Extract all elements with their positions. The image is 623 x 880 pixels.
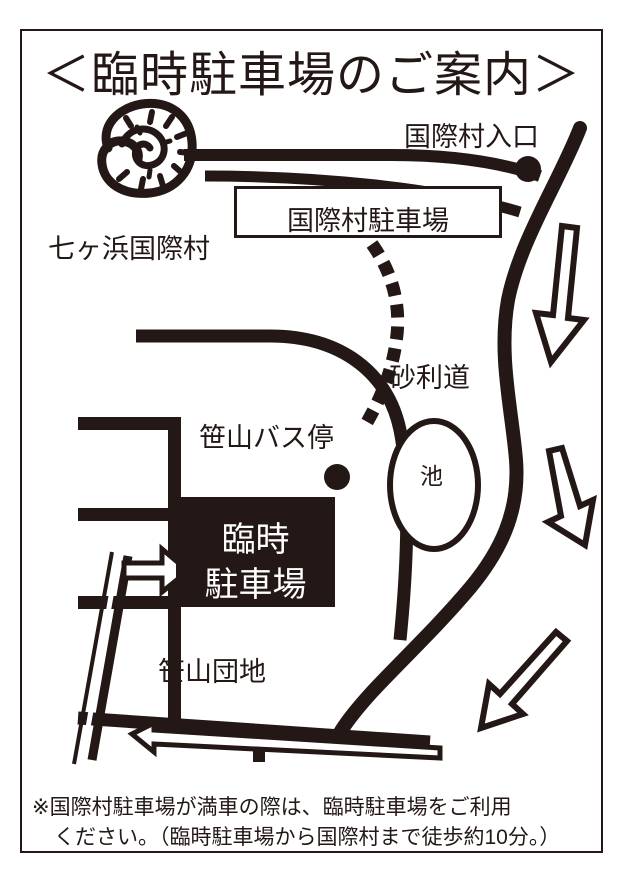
temporary-lot-label-line1: 臨時 — [221, 521, 290, 559]
footer-note-line1: ※国際村駐車場が満車の際は、臨時駐車場をご利用 — [32, 796, 512, 819]
road-diagonal-lane-outline — [79, 555, 121, 763]
label-village-parking: 国際村駐車場 — [287, 206, 449, 236]
gravel-path-dashed — [360, 240, 405, 428]
temporary-parking-lot-block: 臨時 駐車場 — [176, 497, 335, 607]
arrow-right-icon-lot-entry — [121, 543, 192, 598]
entrance-marker-dot — [515, 156, 541, 182]
road-diagonal-lane-edge — [72, 551, 114, 765]
temporary-lot-label-line2: 駐車場 — [204, 566, 307, 604]
pond-shape — [387, 418, 481, 552]
road-diagonal-lane — [87, 555, 133, 761]
label-gravel-road: 砂利道 — [389, 363, 470, 393]
label-housing-complex: 笹山団地 — [158, 657, 266, 687]
arrow-down-icon-1 — [531, 222, 590, 369]
arrow-left-icon-bottom-road — [127, 718, 443, 761]
busstop-marker-dot — [324, 464, 350, 490]
ammonite-shell-icon — [97, 98, 197, 198]
label-bus-stop: 笹山バス停 — [199, 423, 334, 453]
label-pond: 池 — [420, 463, 443, 489]
label-village-entrance: 国際村入口 — [404, 122, 539, 152]
road-main-highway — [327, 121, 587, 751]
footer-note-line2: ください。（臨時駐車場から国際村まで徒歩約10分。） — [54, 826, 561, 850]
village-parking-callout-box: 国際村駐車場 — [234, 186, 502, 238]
arrow-down-left-icon-3 — [477, 627, 572, 733]
road-bottom-main — [77, 711, 431, 749]
label-village-name: 七ヶ浜国際村 — [48, 234, 210, 264]
road-upper-curve — [136, 329, 414, 641]
arrow-down-right-icon-2 — [541, 444, 597, 550]
page-title: ＜臨時駐車場のご案内＞ — [41, 49, 581, 102]
footer-note: ※国際村駐車場が満車の際は、臨時駐車場をご利用 ください。（臨時駐車場から国際村… — [32, 793, 592, 854]
